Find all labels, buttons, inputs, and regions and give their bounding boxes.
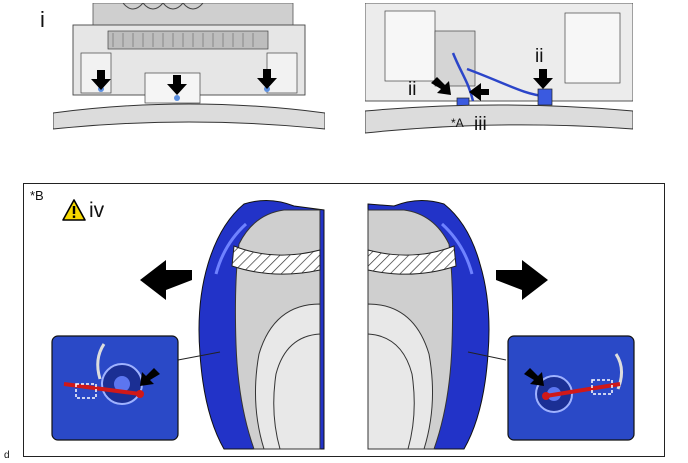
bottom-figure-frame xyxy=(23,183,665,457)
label-ii-right: ii xyxy=(535,46,544,67)
caution-icon xyxy=(62,199,86,221)
label-iv: iv xyxy=(89,199,105,222)
left-arrow-icon xyxy=(469,83,489,101)
down-arrow-icon xyxy=(167,75,187,95)
label-star-b: *B xyxy=(30,188,44,203)
down-arrow-icon xyxy=(533,69,553,89)
front-bumper xyxy=(53,103,325,130)
hatched-band-left xyxy=(231,245,321,275)
diagonal-arrow-icon xyxy=(524,368,544,386)
pull-right-arrow-icon xyxy=(496,260,548,300)
connector xyxy=(537,88,553,106)
label-ii-left: ii xyxy=(408,79,417,100)
bottom-illustration xyxy=(51,200,635,450)
clip xyxy=(174,95,180,101)
front-bumper xyxy=(365,104,633,134)
wire-harness xyxy=(451,52,475,102)
top-right-illustration xyxy=(365,3,633,138)
dashed-highlight-box xyxy=(591,379,613,395)
hatched-band-right xyxy=(367,245,457,275)
diagonal-arrow-icon xyxy=(431,77,451,95)
down-arrow-icon xyxy=(91,70,111,90)
inset-left xyxy=(51,335,179,441)
label-iii: iii xyxy=(474,114,487,135)
tire-left xyxy=(254,303,321,450)
tire-right xyxy=(367,303,434,450)
down-arrow-icon xyxy=(257,69,277,89)
top-left-illustration xyxy=(53,3,325,138)
label-star-a: *A xyxy=(451,116,464,130)
diagonal-arrow-icon xyxy=(140,368,160,386)
footer-code: d xyxy=(4,450,10,461)
view-label-i: i xyxy=(40,7,45,32)
inset-right xyxy=(507,335,635,441)
dashed-highlight-box xyxy=(75,383,97,399)
pull-left-arrow-icon xyxy=(140,260,192,300)
